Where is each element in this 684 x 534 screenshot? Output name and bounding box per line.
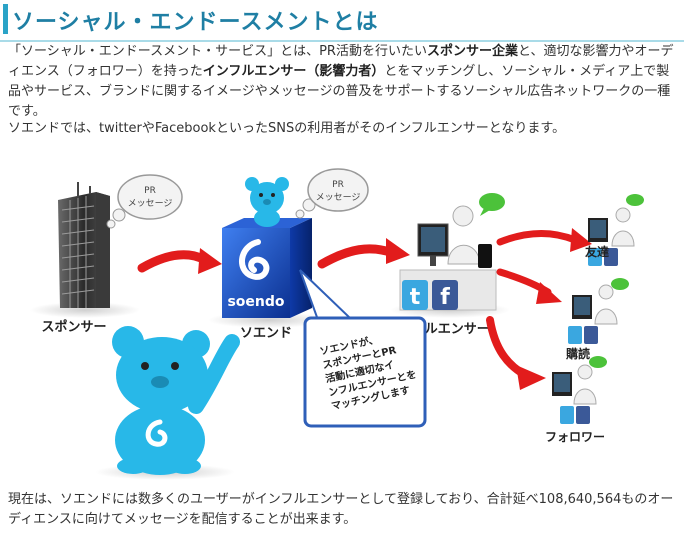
twitter-glyph: t [410, 285, 421, 310]
mascot-icon [245, 177, 289, 227]
large-mascot-icon [95, 326, 240, 480]
readers-figure [568, 278, 629, 344]
page-title: ソーシャル・エンドースメントとは [12, 10, 379, 35]
followers-figure [552, 356, 607, 424]
friends-label: 友達 [584, 244, 609, 259]
readers-label: 購読 [565, 346, 590, 361]
facebook-icon [432, 280, 458, 310]
sns-paragraph: ソエンドでは、twitterやFacebookといったSNSの利用者がそのインフ… [8, 121, 566, 136]
soendo-flow-diagram: スポンサー PR メッセージ soendo ソエンド PR メッセージ [30, 168, 644, 480]
arrowhead-friends [570, 228, 592, 252]
arrowhead-followers [516, 365, 546, 390]
bubble2-line2: メッセージ [316, 192, 361, 203]
sponsor-label: スポンサー [41, 319, 106, 335]
twitter-icon [402, 280, 428, 310]
thought-bubble-1 [106, 174, 183, 229]
soendo-cube [208, 218, 328, 328]
thought-bubble-2 [295, 168, 369, 219]
arrowhead-1 [198, 248, 222, 274]
page-header: ソーシャル・エンドースメントとは [0, 0, 684, 42]
soendo-label: ソエンド [240, 326, 292, 341]
intro-text-3: とをマッチングし、ソーシャル・メディア上で製品やサービス、ブランドに関するイメー… [8, 64, 671, 119]
computer-icon [417, 223, 449, 266]
facebook-glyph: f [440, 285, 450, 310]
outro-paragraph: 現在は、ソエンドには数多くのユーザーがインフルエンサーとして登録しており、合計延… [8, 492, 674, 527]
arrow-soendo-to-influencer [317, 244, 395, 269]
cube-brand-text: soendo [227, 294, 284, 310]
bubble1-line2: メッセージ [128, 198, 173, 209]
arrowhead-2 [386, 238, 410, 264]
intro-paragraph: 「ソーシャル・エンドースメント・サービス」とは、PR活動を行いたいスポンサー企業… [8, 42, 678, 122]
intro-bold-sponsor: スポンサー企業 [426, 44, 518, 59]
matching-callout [299, 269, 427, 428]
intro-text-2: と、適切な影響力やオーディエンス（フォロワー）を持った [8, 44, 674, 79]
building-icon [30, 182, 140, 318]
intro-text-1: 「ソーシャル・エンドースメント・サービス」とは、PR活動を行いたい [8, 44, 427, 59]
followers-label: フォロワー [545, 430, 605, 444]
friends-figure [588, 194, 644, 266]
speech-bubble-icon [479, 193, 505, 216]
arrow-sponsor-to-soendo [137, 250, 210, 273]
bubble2-line1: PR [332, 180, 344, 190]
arrow-to-friends [496, 230, 579, 246]
intro-bold-influencer: インフルエンサー（影響力者） [202, 64, 385, 79]
arrowhead-readers [536, 282, 562, 304]
header-accent-bar [3, 4, 8, 34]
bubble1-line1: PR [144, 186, 156, 196]
